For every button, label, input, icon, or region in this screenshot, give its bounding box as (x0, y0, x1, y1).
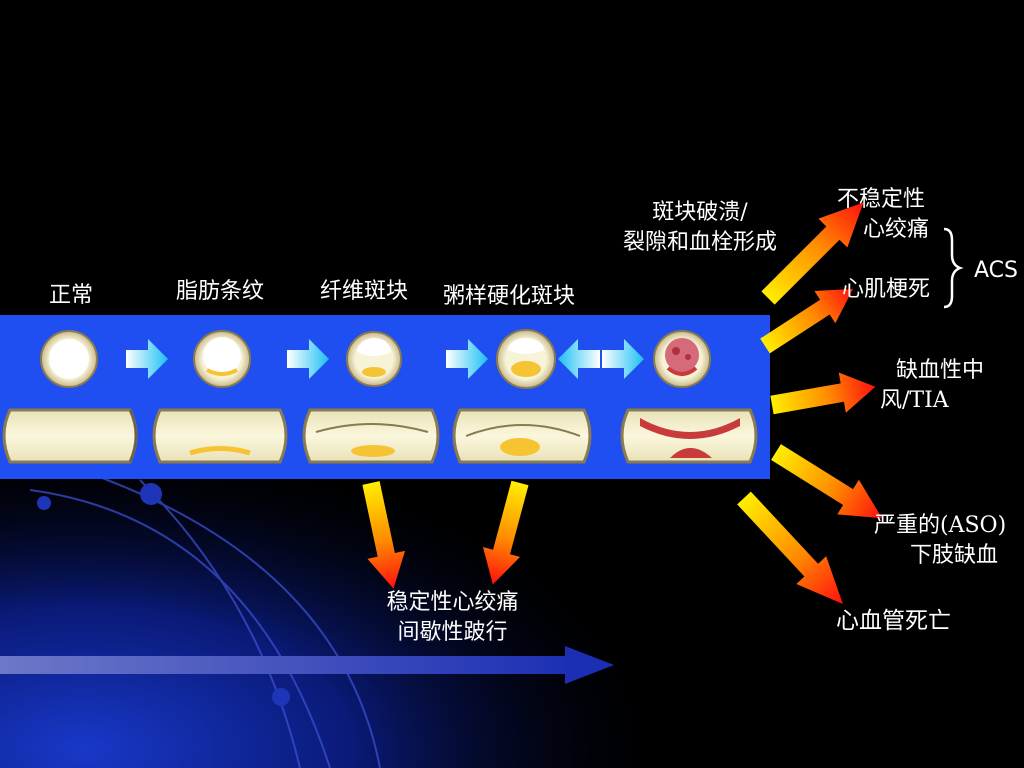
background-dot (37, 496, 51, 510)
label-stable-angina: 稳定性心绞痛 间歇性跛行 (360, 588, 545, 648)
vessel-section-fibrous-plaque (302, 408, 440, 464)
background-dot (140, 483, 162, 505)
label-ischemic-stroke-line2: 风/TIA (880, 388, 949, 413)
label-limb-ischemia-line1: 严重的(ASO) (874, 513, 1007, 538)
label-unstable-angina-line2: 心绞痛 (862, 217, 929, 242)
vessel-section-normal (2, 408, 138, 464)
label-limb-ischemia: 严重的(ASO) 下肢缺血 (874, 511, 1006, 571)
label-cv-death: 心血管死亡 (836, 608, 951, 634)
label-plaque-rupture-line2: 裂隙和血栓形成 (622, 230, 777, 255)
cross-section-fibrous-plaque (346, 331, 402, 387)
label-plaque-rupture-line1: 斑块破溃/ (652, 200, 748, 225)
label-atheromatous-plaque: 粥样硬化斑块 (443, 284, 576, 309)
label-myocardial-infarction: 心肌梗死 (842, 277, 931, 302)
label-stable-angina-line2: 间歇性跛行 (397, 620, 508, 645)
cross-section-normal (40, 330, 98, 388)
acs-brace (943, 227, 964, 309)
vessel-section-atheromatous-plaque (452, 408, 592, 464)
cross-section-ruptured-plaque (653, 330, 711, 388)
label-unstable-angina: 不稳定性 心绞痛 (822, 185, 940, 245)
arrow-to-cv-death (729, 484, 858, 618)
vessel-section-fatty-streak (152, 408, 288, 464)
label-stable-angina-line1: 稳定性心绞痛 (386, 590, 519, 615)
label-ischemic-stroke: 缺血性中 风/TIA (880, 356, 984, 416)
label-unstable-angina-line1: 不稳定性 (836, 187, 925, 212)
label-fibrous-plaque: 纤维斑块 (320, 279, 409, 304)
label-ischemic-stroke-line1: 缺血性中 (896, 358, 985, 383)
label-acs: ACS (974, 258, 1018, 283)
cross-section-atheromatous-plaque (496, 329, 556, 389)
vessel-section-thrombus (620, 408, 758, 464)
arrow-to-ischemic-stroke (768, 366, 879, 426)
background-dot (272, 688, 290, 706)
cross-section-fatty-streak (193, 330, 251, 388)
time-arrow (0, 646, 614, 684)
label-normal: 正常 (49, 283, 94, 308)
label-fatty-streak: 脂肪条纹 (176, 279, 265, 304)
label-plaque-rupture: 斑块破溃/ 裂隙和血栓形成 (600, 198, 800, 258)
label-limb-ischemia-line2: 下肢缺血 (910, 543, 999, 568)
